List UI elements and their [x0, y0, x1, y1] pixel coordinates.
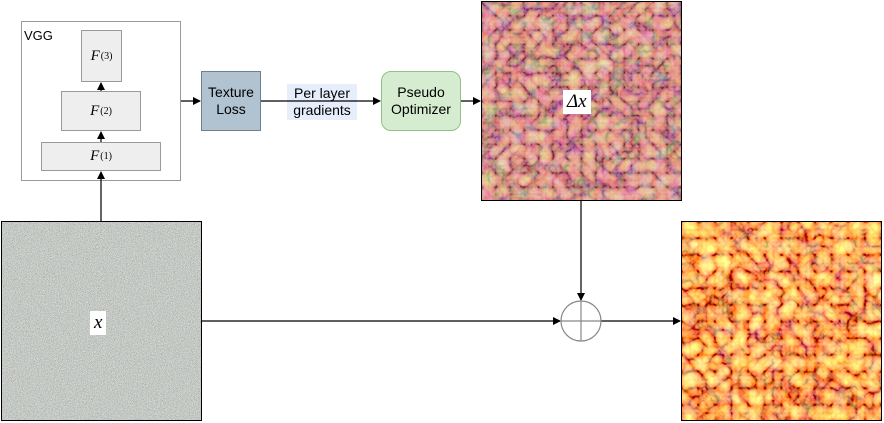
layer-2-symbol: F	[90, 102, 100, 119]
vgg-layer-2: F(2)	[61, 91, 141, 131]
vgg-label: VGG	[24, 28, 53, 43]
per-layer-gradients-label: Per layer gradients	[287, 84, 357, 120]
output-leaves-texture	[682, 222, 881, 420]
layer-1-index: (1)	[100, 151, 112, 162]
texture-loss-node: Texture Loss	[201, 71, 261, 131]
x-label: x	[90, 311, 107, 335]
layer-2-index: (2)	[100, 105, 112, 117]
vgg-layer-1: F(1)	[41, 142, 161, 171]
delta-x-label: Δx	[563, 90, 591, 114]
pseudo-optimizer-node: Pseudo Optimizer	[381, 71, 461, 131]
add-operator-icon	[560, 300, 602, 342]
layer-3-index: (3)	[100, 50, 113, 62]
output-image	[681, 221, 882, 421]
layer-3-symbol: F	[90, 47, 100, 64]
vgg-layer-3: F(3)	[81, 30, 122, 82]
layer-1-symbol: F	[90, 148, 100, 164]
